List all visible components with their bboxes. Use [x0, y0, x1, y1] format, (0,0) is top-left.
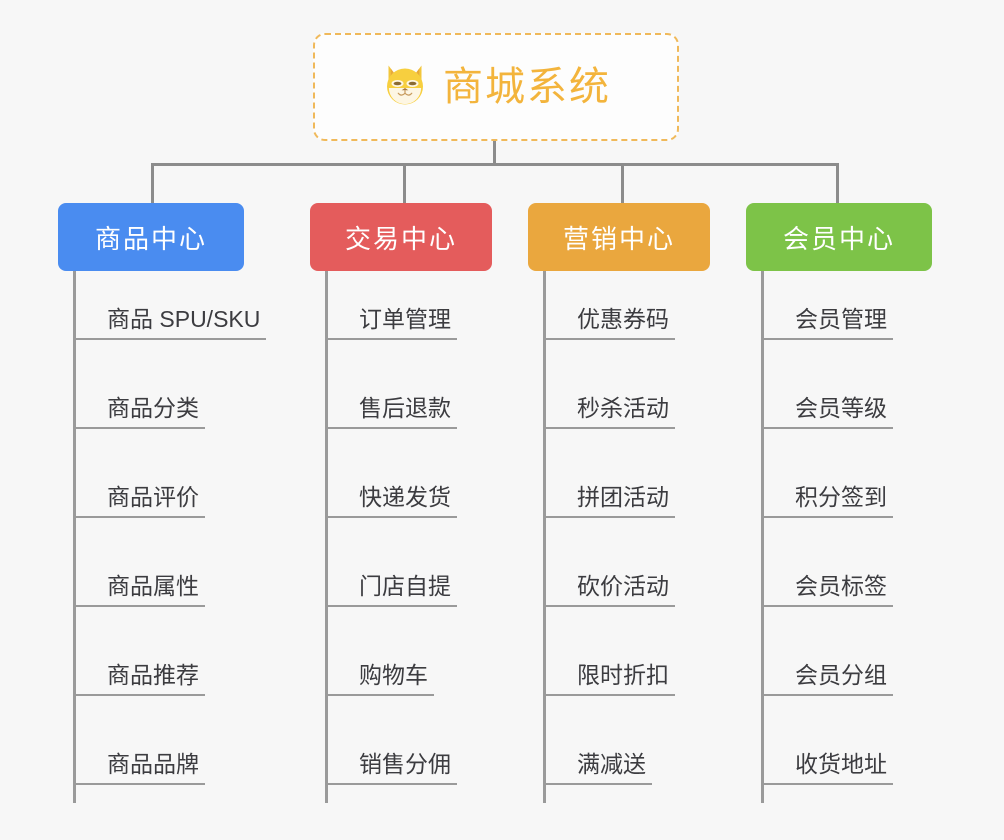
leaf-item[interactable]: 商品属性 — [73, 573, 205, 608]
leaf-item[interactable]: 商品推荐 — [73, 662, 205, 697]
leaf-item[interactable]: 收货地址 — [761, 751, 893, 786]
leaf-label: 限时折扣 — [543, 662, 675, 697]
leaf-label: 销售分佣 — [325, 751, 457, 786]
leaf-label: 拼团活动 — [543, 484, 675, 519]
leaf-label: 门店自提 — [325, 573, 457, 608]
leaf-item[interactable]: 砍价活动 — [543, 573, 675, 608]
leaf-label: 商品推荐 — [73, 662, 205, 697]
branch-drop-line-2 — [403, 163, 406, 205]
leaf-label: 秒杀活动 — [543, 395, 675, 430]
leaf-item[interactable]: 满减送 — [543, 751, 652, 786]
leaf-label: 会员标签 — [761, 573, 893, 608]
branch-label: 交易中心 — [344, 223, 457, 254]
leaf-item[interactable]: 快递发货 — [325, 484, 457, 519]
branch-trunk-line — [325, 271, 328, 803]
branch-label: 营销中心 — [562, 223, 675, 254]
leaf-label: 商品属性 — [73, 573, 205, 608]
leaf-item[interactable]: 优惠券码 — [543, 306, 675, 341]
leaf-label: 积分签到 — [761, 484, 893, 519]
leaf-item[interactable]: 限时折扣 — [543, 662, 675, 697]
branch-header-marketing-center[interactable]: 营销中心 — [528, 203, 710, 271]
leaf-item[interactable]: 秒杀活动 — [543, 395, 675, 430]
leaf-item[interactable]: 商品 SPU/SKU — [73, 306, 267, 341]
branch-bus-line — [151, 163, 839, 166]
leaf-label: 优惠券码 — [543, 306, 675, 341]
root-stem-line — [493, 141, 496, 165]
branch-drop-line-3 — [621, 163, 624, 205]
leaf-label: 购物车 — [325, 662, 434, 697]
branch-header-product-center[interactable]: 商品中心 — [58, 203, 244, 271]
leaf-label: 满减送 — [543, 751, 652, 786]
leaf-item[interactable]: 售后退款 — [325, 395, 457, 430]
leaf-item[interactable]: 拼团活动 — [543, 484, 675, 519]
leaf-label: 砍价活动 — [543, 573, 675, 608]
branch-label: 商品中心 — [94, 223, 207, 254]
leaf-label: 售后退款 — [325, 395, 457, 430]
leaf-item[interactable]: 会员管理 — [761, 306, 893, 341]
leaf-label: 快递发货 — [325, 484, 457, 519]
branch-header-trade-center[interactable]: 交易中心 — [310, 203, 492, 271]
shiba-inu-icon — [381, 61, 429, 114]
leaf-item[interactable]: 订单管理 — [325, 306, 457, 341]
leaf-item[interactable]: 门店自提 — [325, 573, 457, 608]
branch-drop-line-1 — [151, 163, 154, 205]
leaf-item[interactable]: 购物车 — [325, 662, 434, 697]
leaf-item[interactable]: 会员等级 — [761, 395, 893, 430]
branch-label: 会员中心 — [782, 223, 895, 254]
leaf-label: 会员等级 — [761, 395, 893, 430]
leaf-item[interactable]: 会员分组 — [761, 662, 893, 697]
branch-trunk-line — [543, 271, 546, 803]
leaf-item[interactable]: 商品分类 — [73, 395, 205, 430]
leaf-item[interactable]: 会员标签 — [761, 573, 893, 608]
branch-drop-line-4 — [836, 163, 839, 205]
leaf-label: 商品分类 — [73, 395, 205, 430]
branch-header-member-center[interactable]: 会员中心 — [746, 203, 932, 271]
leaf-label: 商品 SPU/SKU — [73, 306, 267, 341]
leaf-label: 收货地址 — [761, 751, 893, 786]
branch-trunk-line — [761, 271, 764, 803]
leaf-item[interactable]: 商品评价 — [73, 484, 205, 519]
leaf-item[interactable]: 销售分佣 — [325, 751, 457, 786]
leaf-label: 商品评价 — [73, 484, 205, 519]
leaf-label: 会员管理 — [761, 306, 893, 341]
root-title: 商城系统 — [443, 65, 611, 109]
root-node[interactable]: 商城系统 — [313, 33, 679, 141]
leaf-label: 订单管理 — [325, 306, 457, 341]
leaf-label: 商品品牌 — [73, 751, 205, 786]
leaf-item[interactable]: 积分签到 — [761, 484, 893, 519]
leaf-label: 会员分组 — [761, 662, 893, 697]
leaf-item[interactable]: 商品品牌 — [73, 751, 205, 786]
branch-trunk-line — [73, 271, 76, 803]
